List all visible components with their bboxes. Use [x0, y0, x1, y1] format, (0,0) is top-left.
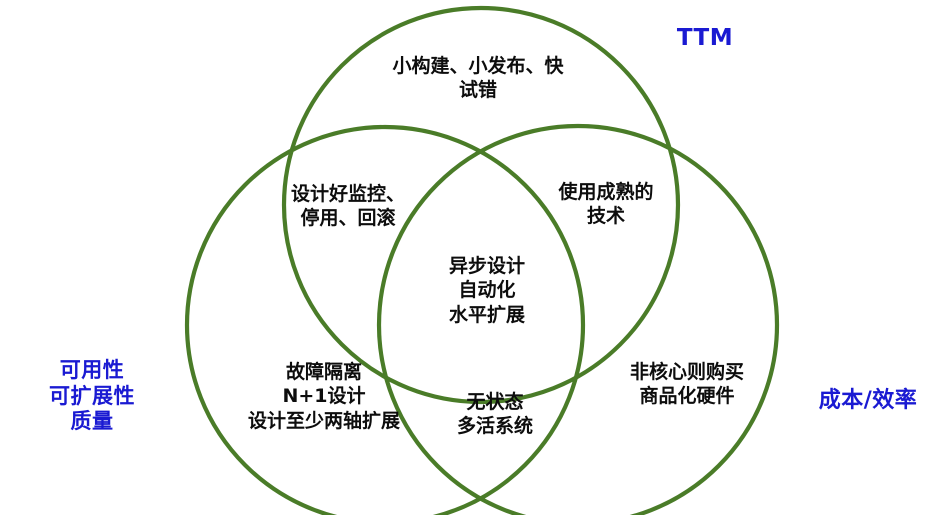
region-right-only-text: 非核心则购买 商品化硬件 [629, 361, 744, 408]
ttm-circle [281, 5, 681, 405]
label-ttm: TTM [676, 25, 734, 51]
region-top-right-overlap-text: 使用成熟的 技术 [558, 181, 654, 228]
region-left-right-overlap-text: 无状态 多活系统 [456, 391, 533, 438]
region-left-only-text: 故障隔离 N+1设计 设计至少两轴扩展 [247, 361, 400, 432]
cost-circle [376, 123, 780, 515]
region-center-all-text: 异步设计 自动化 水平扩展 [448, 255, 525, 326]
region-top-left-overlap-text: 设计好监控、 停用、回滚 [290, 183, 405, 230]
region-top-only-text: 小构建、小发布、快 试错 [392, 55, 564, 102]
availability-circle [184, 124, 586, 515]
label-cost-efficiency: 成本/效率 [818, 388, 918, 413]
label-availability-scalability-quality: 可用性 可扩展性 质量 [49, 358, 135, 434]
